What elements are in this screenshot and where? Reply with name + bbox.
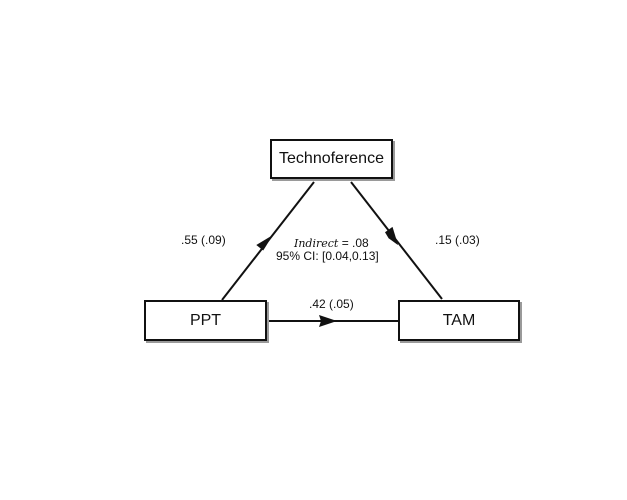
indirect-confidence-interval: 95% CI: [0.04,0.13] xyxy=(276,249,379,263)
outcome-label: TAM xyxy=(442,311,476,329)
mediator-label: Technoference xyxy=(279,150,384,167)
path-a-coefficient: .55 (.09) xyxy=(181,233,226,247)
path-b-coefficient: .15 (.03) xyxy=(435,233,480,247)
predictor-label: PPT xyxy=(189,311,222,329)
mediator-node-technoference: Technoference xyxy=(270,139,393,179)
path-c-arrowhead xyxy=(319,315,337,327)
predictor-node-ppt: PPT xyxy=(144,300,267,341)
indirect-value: = .08 xyxy=(341,236,369,250)
path-b-arrowhead xyxy=(385,226,399,246)
indirect-label: Indirect xyxy=(294,237,339,250)
outcome-node-tam: TAM xyxy=(398,300,520,341)
path-c-prime-coefficient: .42 (.05) xyxy=(309,297,354,311)
indirect-effect: Indirect = .08 xyxy=(294,236,369,251)
path-a-arrowhead xyxy=(256,235,273,251)
